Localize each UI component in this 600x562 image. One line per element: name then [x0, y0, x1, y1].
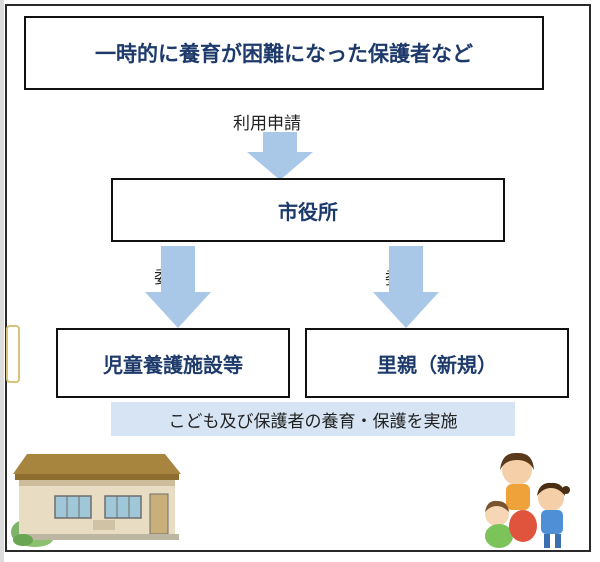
- arrow-down-1-shape: [247, 132, 313, 180]
- arrow-down-right-shape: [373, 246, 439, 328]
- partial-icon: [6, 325, 20, 383]
- house-illustration: [11, 454, 181, 547]
- childcare-facility-label: 児童養護施設等: [103, 352, 243, 377]
- arrow-down-left-shape: [145, 246, 211, 328]
- city-hall-label: 市役所: [278, 199, 338, 224]
- arrow-down-left: [145, 246, 211, 328]
- application-label: 利用申請: [233, 114, 301, 134]
- arrow-down-right: [373, 246, 439, 328]
- foster-parent-box: 里親（新規）: [305, 328, 569, 398]
- page-edge: [0, 0, 4, 562]
- implementation-band-label: こども及び保護者の養育・保護を実施: [168, 411, 458, 432]
- children-illustration: [485, 452, 570, 548]
- guardian-box: 一時的に養育が困難になった保護者など: [24, 16, 544, 90]
- arrow-down-1: [247, 132, 313, 180]
- diagram-frame: 一時的に養育が困難になった保護者など 利用申請 市役所 委託 委託 児童養護施設…: [5, 4, 591, 552]
- foster-parent-label: 里親（新規）: [377, 352, 497, 377]
- implementation-band: こども及び保護者の養育・保護を実施: [111, 402, 515, 436]
- guardian-box-label: 一時的に養育が困難になった保護者など: [95, 42, 473, 66]
- childcare-facility-box: 児童養護施設等: [56, 328, 290, 398]
- city-hall-box: 市役所: [111, 178, 505, 242]
